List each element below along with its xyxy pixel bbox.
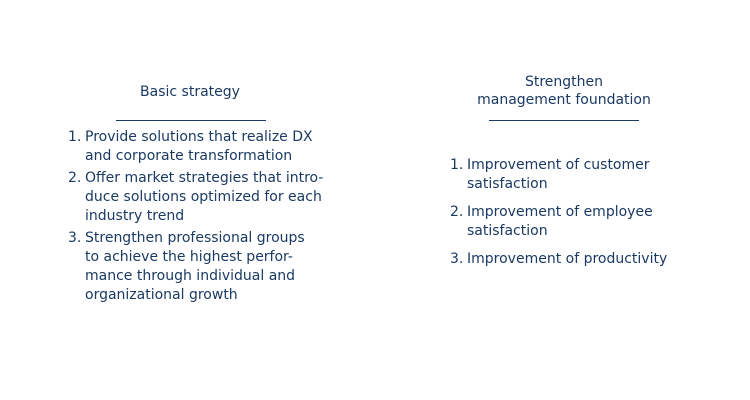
item-number: 3. (450, 251, 464, 267)
item-line: to achieve the highest perfor- (85, 249, 293, 265)
item-number: 1. (450, 157, 464, 173)
list-item: 1. Provide solutions that realize DX and… (68, 128, 323, 166)
list-item: 3. Strengthen professional groups to ach… (68, 229, 323, 305)
basic-strategy-list: 1. Provide solutions that realize DX and… (68, 128, 323, 308)
list-item: 2. Improvement of employee satisfaction (450, 203, 667, 241)
item-line: Offer market strategies that intro- (85, 170, 324, 186)
heading-line: management foundation (477, 92, 651, 108)
management-foundation-divider (489, 120, 639, 121)
management-foundation-list: 1. Improvement of customer satisfaction … (450, 156, 667, 278)
list-item: 1. Improvement of customer satisfaction (450, 156, 667, 194)
list-item: 2. Offer market strategies that intro- d… (68, 169, 323, 226)
item-line: duce solutions optimized for each (85, 189, 322, 205)
basic-strategy-divider (116, 120, 266, 121)
item-number: 2. (68, 170, 82, 186)
item-line: Improvement of productivity (467, 251, 668, 267)
item-number: 1. (68, 129, 82, 145)
item-line: and corporate transformation (85, 148, 293, 164)
item-number: 3. (68, 230, 82, 246)
list-item: 3. Improvement of productivity (450, 250, 667, 269)
item-line: industry trend (85, 208, 185, 224)
item-line: Provide solutions that realize DX (85, 129, 313, 145)
item-line: Strengthen professional groups (85, 230, 305, 246)
item-line: mance through individual and (85, 268, 296, 284)
item-line: Improvement of employee (467, 204, 653, 220)
item-line: organizational growth (85, 287, 238, 303)
item-line: Improvement of customer (467, 157, 650, 173)
heading-line: Strengthen (524, 74, 604, 90)
item-number: 2. (450, 204, 464, 220)
item-line: satisfaction (467, 223, 548, 239)
basic-strategy-heading: Basic strategy (140, 84, 240, 100)
item-line: satisfaction (467, 176, 548, 192)
management-foundation-heading: Strengthen management foundation (464, 73, 664, 109)
